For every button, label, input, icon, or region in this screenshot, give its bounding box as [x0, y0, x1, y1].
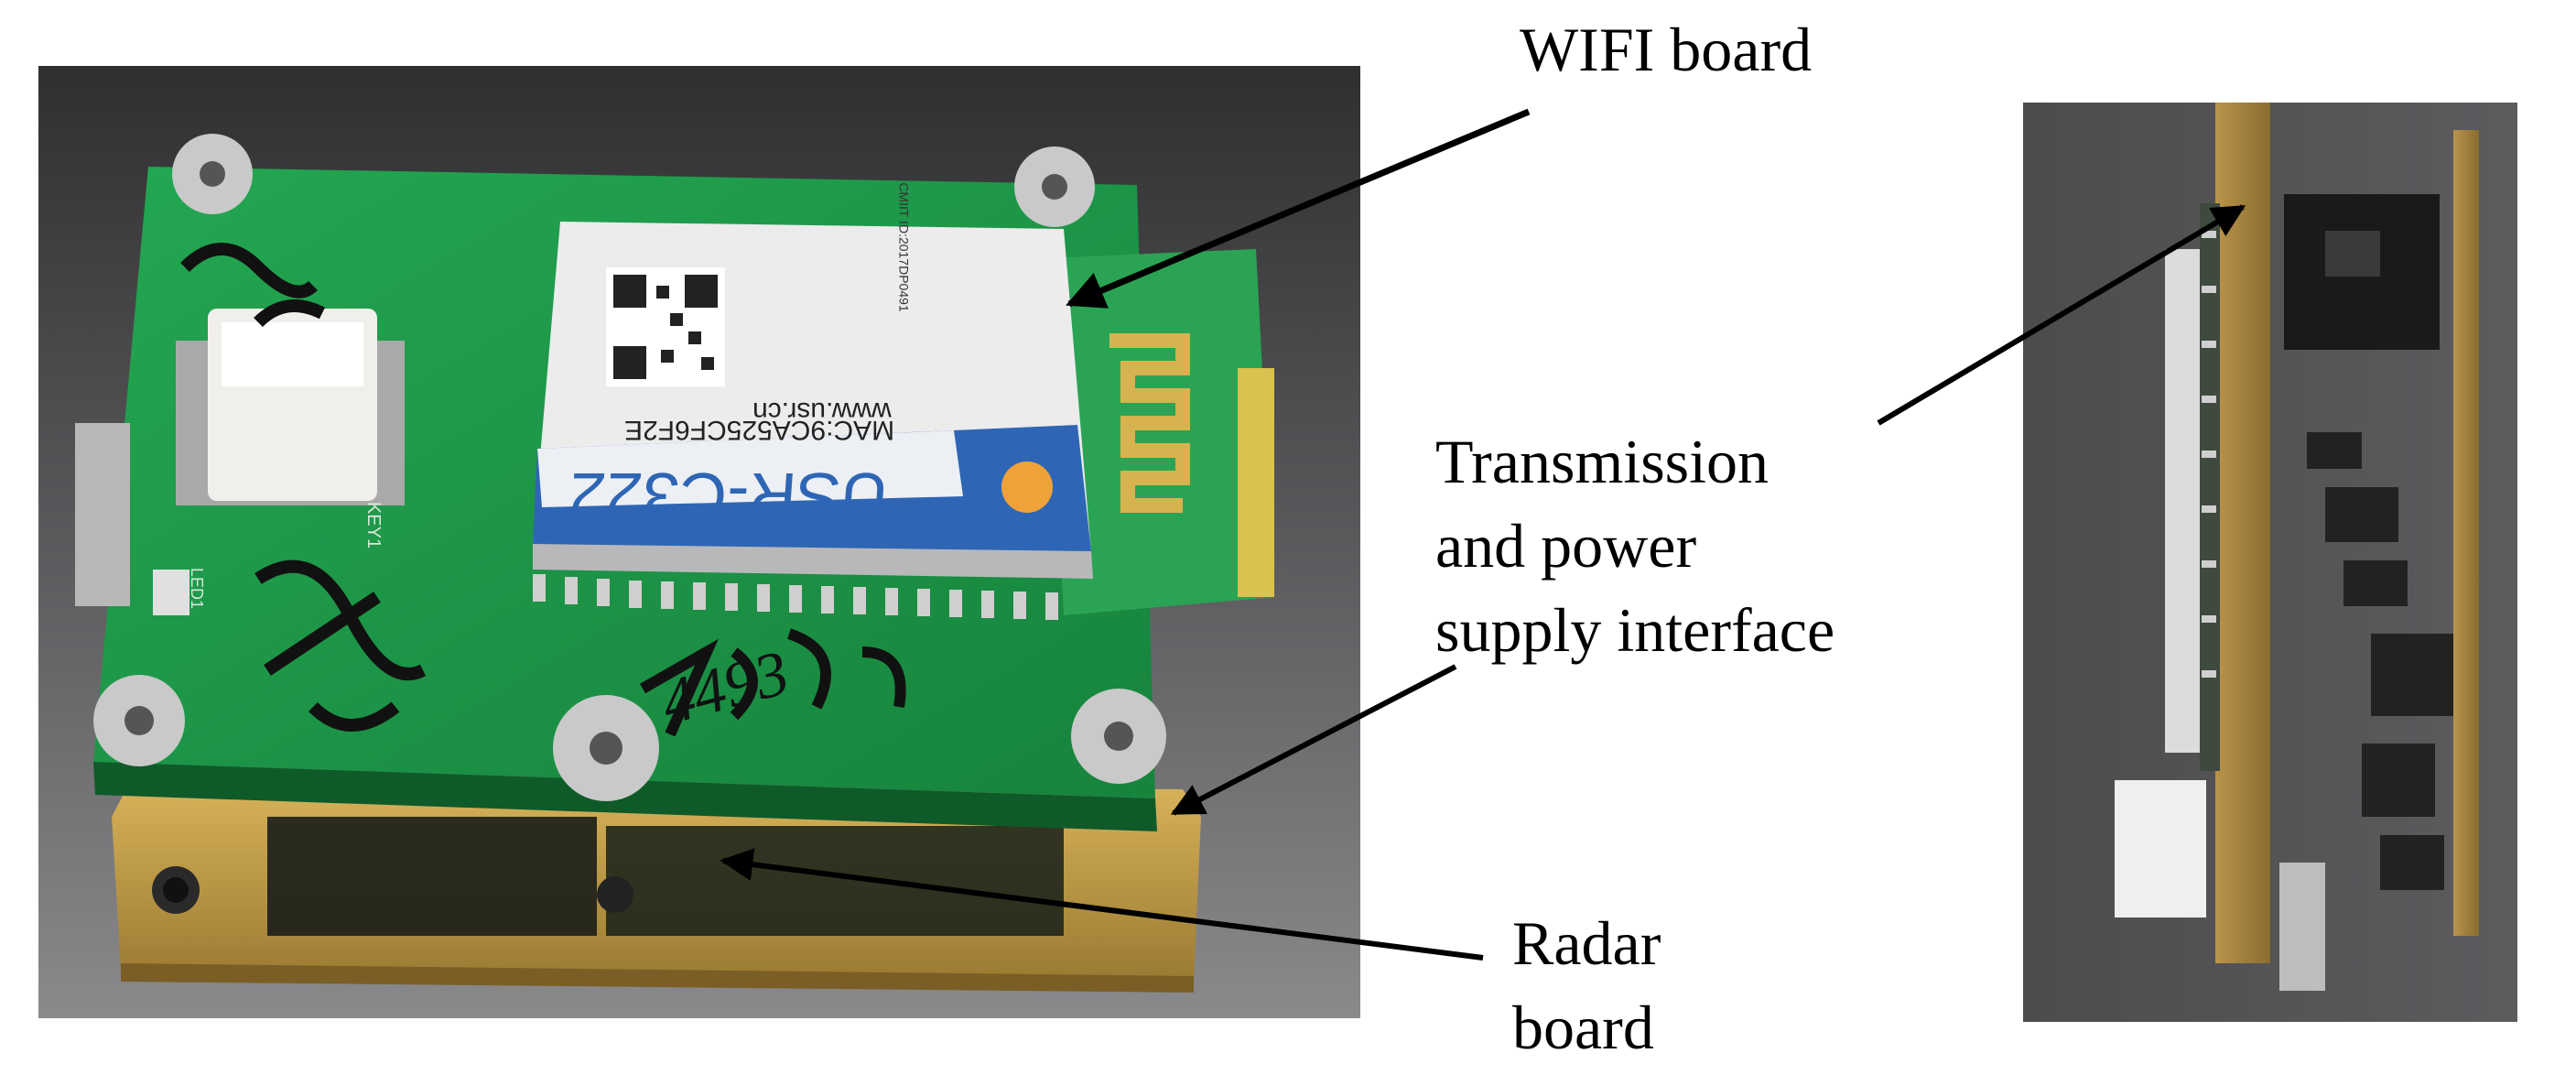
wifi-board-label: WIFI board: [1520, 15, 1813, 84]
arrow-radar: [720, 848, 1484, 961]
radar-label-line1: Radar: [1512, 908, 1661, 978]
transmission-interface-label: Transmission and power supply interface: [1435, 419, 1835, 672]
transmission-label-line2: and power: [1435, 511, 1697, 581]
photo-side-view: [2023, 103, 2517, 1022]
arrow-side-interface: [1877, 204, 2246, 426]
transmission-label-line1: Transmission: [1435, 427, 1770, 496]
radar-board-label: Radar board: [1512, 901, 1661, 1070]
arrow-transmission: [1170, 664, 1457, 816]
radar-label-line2: board: [1512, 993, 1654, 1062]
side-pcb-edge: [2215, 103, 2270, 963]
stacked-boards-illustration: [38, 66, 1360, 1018]
arrow-wifi: [1066, 108, 1531, 309]
transmission-label-line3: supply interface: [1435, 595, 1835, 665]
side-view-illustration: [2023, 103, 2517, 1022]
photo-stacked-boards: USR-C322 www.usr.cn MAC:9CA525CF6F2E CMI…: [38, 66, 1360, 1018]
